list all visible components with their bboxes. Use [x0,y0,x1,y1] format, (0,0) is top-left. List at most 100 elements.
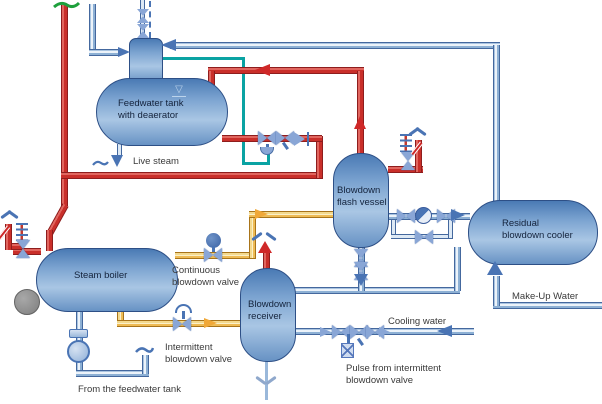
flash-drain-arrow-icon [354,274,368,286]
cooling-flow-arrow-icon-2 [379,327,390,337]
live-steam-arrow-icon [111,155,123,167]
water-inlet-pipe-vertical [89,4,96,52]
label-line: blowdown cooler [502,230,573,242]
valve-lever-icon-2 [356,338,364,346]
live-steam-stub [117,144,122,157]
flow-arrow-into-cooler-icon [451,209,465,221]
cooler-inlet-riser [454,247,461,291]
label-line: blowdown valve [346,374,414,386]
blowdown-receiver-vessel [240,268,296,362]
flash-steam-pipe-vertical [357,71,364,155]
vent-valve-icon-2 [137,24,149,38]
label-line: Residual [502,218,539,229]
continuous-blowdown-pipe-3 [249,211,335,218]
steam-trap-dish-icon [260,147,274,155]
flash-steam-arrow-icon [255,64,270,76]
flash-steam-pipe-horizontal [208,67,364,74]
blowdown-receiver-label: Blowdown receiver [248,299,291,324]
label-line: Blowdown [337,185,381,196]
tank-level-indicator-icon: ▽ [172,84,186,97]
blowdown-flash-vessel-label: Blowdown flash vessel [337,185,387,210]
deaerator-vent-dashed-line [149,1,151,38]
pulse-from-intermittent-label: Pulse from intermittent blowdown valve [346,363,441,387]
flash-vessel-safety-spring-icon [400,134,412,152]
boiler-burner-icon [14,289,40,315]
flash-steam-up-arrow-icon [354,116,366,129]
check-valve-icon-1 [294,132,309,146]
cooling-water-label: Cooling water [388,316,447,327]
bypass-pipe-left [391,220,396,238]
heated-makeup-return-pipe [170,42,500,49]
label-line: with deaerator [118,110,179,122]
intermittent-blowdown-valve-label: Intermittent blowdown valve [165,342,232,366]
intermittent-valve-stem [182,311,185,319]
label-line: receiver [248,311,282,323]
label-line: Continuous [172,265,221,276]
feed-pump-icon [67,340,90,363]
condensate-line-1 [159,57,245,60]
steam-boiler-vessel [36,248,178,312]
condensate-line-3 [242,162,270,165]
continuous-blowdown-valve-label: Continuous blowdown valve [172,265,239,289]
boiler-vent-chevron-icon [0,209,19,220]
blowdown-flow-arrow-icon-1 [255,209,268,219]
residual-blowdown-cooler-vessel [468,200,598,265]
label-line: Intermittent [165,342,213,353]
steam-boiler-label: Steam boiler [74,270,128,281]
label-line: blowdown valve [172,276,240,288]
steam-injection-valve-icon-1 [258,131,276,145]
water-inlet-pipe-horizontal [89,49,120,56]
flow-arrow-into-deaerator-icon [161,39,176,51]
cooler-to-deaerator-riser [493,45,500,202]
live-steam-branch-pipe [61,172,323,179]
trap-stem [266,144,269,148]
residual-blowdown-cooler-label: Residual blowdown cooler [502,218,573,243]
feedwater-tank-label: Feedwater tank with deaerator [118,98,183,123]
cooling-water-arrow-icon [437,325,452,337]
feedwater-continuation-icon [135,347,154,353]
receiver-vent-arrow-icon [258,241,272,253]
label-line: flash vessel [337,197,387,209]
make-up-water-label: Make-Up Water [512,291,579,302]
feedwater-supply-stub [142,355,149,374]
pulse-tee-stem [347,334,350,343]
intermittent-valve-handle-icon [175,304,192,313]
boiler-feed-pipe-horizontal [76,370,149,377]
continuous-blowdown-valve-icon [204,248,222,262]
trap-set-valve-icon-1 [397,209,415,223]
live-steam-branch-riser [316,136,323,178]
condensate-line-4 [267,151,270,164]
blowdown-flow-arrow-icon-2 [204,318,217,328]
vent-valve-icon-1 [137,9,149,23]
makeup-water-arrow-icon [487,261,503,275]
boiler-safety-vent-elbow [5,243,22,250]
flash-steam-tank-entry [208,71,215,85]
flash-vessel-vent-pipe [415,140,422,172]
live-steam-label: Live steam [133,156,179,167]
bypass-valve-icon [415,230,433,244]
flow-arrow-water-inlet-icon [118,47,130,57]
makeup-water-pipe-horizontal [493,302,602,309]
from-feedwater-tank-label: From the feedwater tank [78,384,181,395]
boiler-safety-valve-spring-icon [16,223,28,241]
bypass-pipe-right [448,220,453,238]
receiver-drain-arrow-icon [255,375,277,386]
label-line: blowdown valve [165,353,233,365]
feed-line-flange-icon [69,329,88,338]
live-steam-wave-icon [92,160,109,166]
boiler-safety-valve-icon [16,240,30,258]
residual-blowdown-pipe [293,287,460,294]
steam-main-continuation-icon [53,1,80,9]
label-line: Feedwater tank [118,98,184,109]
float-trap-icon [415,207,432,224]
steam-main-pipe [61,5,68,206]
intermittent-blowdown-valve-icon [173,317,191,331]
pulse-actuator-icon [341,343,354,358]
blowdown-flash-vessel [333,153,389,248]
cooling-flow-arrow-icon-1 [320,327,331,337]
boiler-steam-outlet-pipe [46,230,53,251]
label-line: Blowdown [248,299,292,310]
boiler-safety-vent-pipe [5,224,12,250]
deaerator-dome [129,38,163,84]
